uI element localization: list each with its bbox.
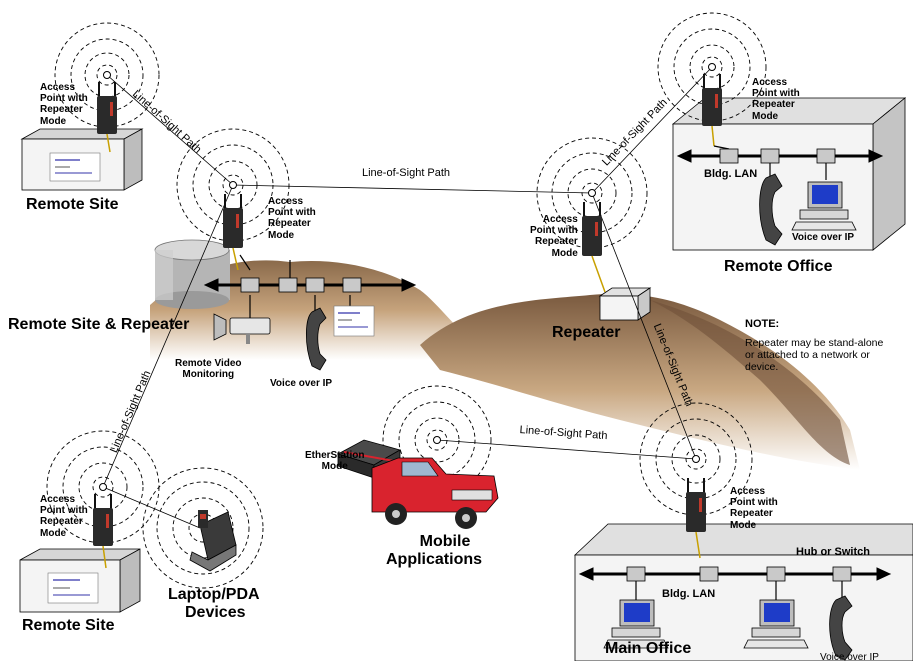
access-point-repeater xyxy=(582,202,606,293)
access-point-remote-site-bottom xyxy=(93,494,113,569)
building-remote-site-top xyxy=(20,128,144,191)
note-text: Repeater may be stand-alone or attached … xyxy=(745,337,884,373)
site-label-remote-office: Remote Office xyxy=(724,258,833,275)
laptop-icon xyxy=(189,510,237,572)
phone-icon-remote-office xyxy=(759,173,783,246)
lan-hubs-remote-site-repeater xyxy=(240,277,362,293)
site-label-repeater: Repeater xyxy=(552,324,621,341)
lan-bus-remote-office xyxy=(676,145,884,180)
label-voice-over-ip-main-office: Voice over IP xyxy=(820,652,879,663)
screen-icon-remote-site xyxy=(333,305,375,337)
computer-icon-main-office-left xyxy=(603,599,669,649)
lan-hubs-main-office xyxy=(626,566,852,582)
phone-icon-main-office xyxy=(829,595,853,661)
access-point-remote-office xyxy=(702,74,722,147)
label-bldg-lan-main-office: Bldg. LAN xyxy=(662,588,716,600)
computer-icon-main-office-right xyxy=(743,599,809,649)
label-voice-over-ip-remote-site: Voice over IP xyxy=(270,378,333,389)
water-tank xyxy=(154,239,230,309)
access-point-main-office xyxy=(686,478,706,559)
line-of-sight-lines xyxy=(102,66,713,529)
computer-icon-remote-office xyxy=(791,181,857,231)
phone-icon-remote-site xyxy=(305,307,327,371)
video-camera-icon xyxy=(213,313,271,344)
pickup-truck-icon xyxy=(371,457,499,529)
wave-centers xyxy=(99,63,716,491)
path-label-center: Line-of-Sight Path xyxy=(362,167,451,179)
label-voice-over-ip-remote-office: Voice over IP xyxy=(792,232,855,243)
site-label-main-office: Main Office xyxy=(605,640,692,657)
hill-right-shadow xyxy=(650,300,850,465)
lan-hubs-remote-office xyxy=(719,148,836,164)
repeater-box xyxy=(598,287,652,321)
note-title: NOTE: xyxy=(745,318,780,330)
label-bldg-lan-remote-office: Bldg. LAN xyxy=(704,168,758,180)
access-point-remote-site-top xyxy=(97,82,117,153)
site-label-remote-site-repeater: Remote Site & Repeater xyxy=(8,316,190,333)
hill-right xyxy=(420,293,860,470)
site-label-remote-site-top: Remote Site xyxy=(26,196,119,213)
label-hub-or-switch: Hub or Switch xyxy=(796,546,870,558)
access-point-remote-site-repeater xyxy=(223,194,243,271)
building-remote-site-bottom xyxy=(19,548,141,613)
site-label-remote-site-bottom: Remote Site xyxy=(22,617,115,634)
